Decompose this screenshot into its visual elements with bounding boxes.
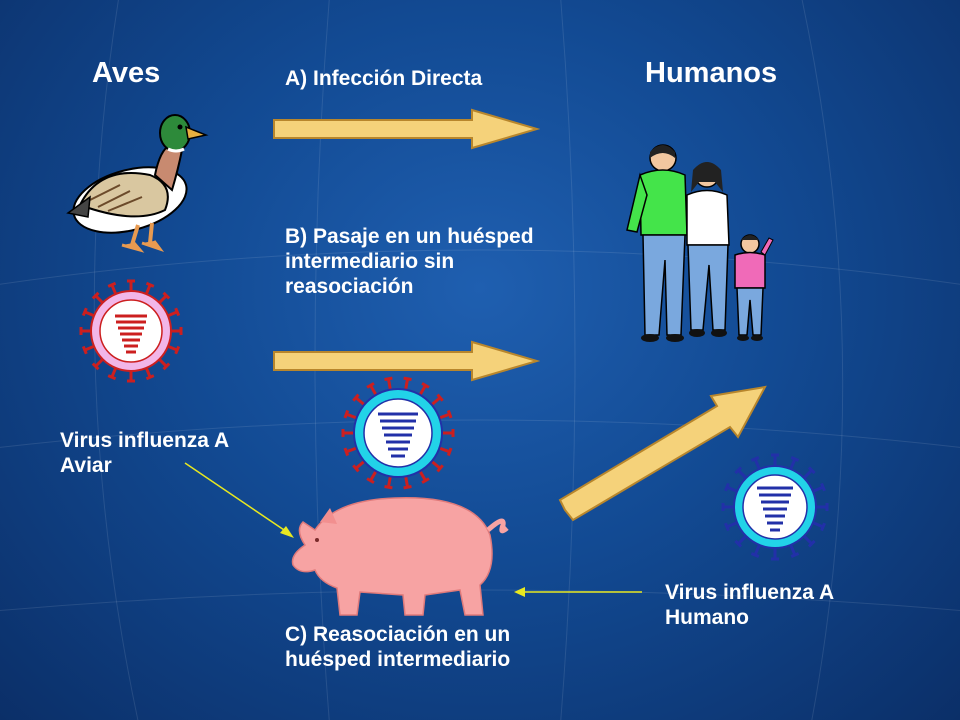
human-pointer-arrow — [514, 587, 642, 597]
arrow-route-c — [558, 385, 767, 522]
heading-humans: Humanos — [645, 57, 778, 89]
human-virus-icon — [721, 453, 829, 561]
pig-illustration — [291, 497, 509, 616]
heading-birds: Aves — [92, 57, 161, 89]
duck-illustration — [66, 114, 209, 253]
avian-virus-icon — [79, 279, 183, 383]
human-family-illustration — [626, 144, 774, 342]
avian-virus-label: Virus influenza A Aviar — [60, 429, 230, 478]
pig-virus-icon — [341, 376, 455, 490]
route-b-label: B) Pasaje en un huésped intermediario si… — [285, 225, 534, 299]
arrow-route-a — [273, 108, 540, 150]
route-c-label: C) Reasociación en un huésped intermedia… — [285, 623, 511, 672]
route-a-label: A) Infección Directa — [285, 67, 483, 90]
human-virus-label: Virus influenza A Humano — [665, 581, 835, 630]
arrow-route-b — [273, 340, 540, 382]
avian-pointer-arrow — [184, 462, 294, 538]
